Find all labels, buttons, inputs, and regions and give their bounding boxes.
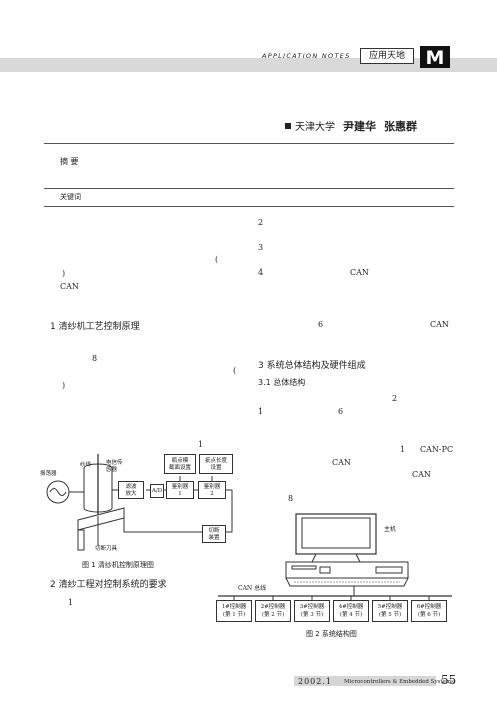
text-fragment: 3 — [258, 243, 264, 252]
text-fragment: 6 — [318, 320, 324, 329]
block-setting-1: 瓶点模 截面设置 — [164, 454, 196, 474]
figure-1-caption: 图 1 清纱机控制原理图 — [82, 561, 154, 569]
can-bus-label: CAN 总线 — [238, 585, 267, 592]
block-cutter-control: 切断 装置 — [202, 525, 226, 543]
text-fragment: ) — [62, 381, 66, 390]
text-fragment: 2 — [392, 394, 398, 403]
text-fragment: 8 — [92, 354, 98, 363]
controller-6: 6#控制器(第 6 节) — [411, 600, 447, 622]
text-fragment: CAN — [412, 470, 431, 479]
author-line: 天津大学尹建华张惠群 — [285, 118, 417, 134]
author-1: 尹建华 — [343, 120, 376, 133]
text-fragment: ( — [215, 255, 219, 264]
page-number: 55 — [441, 673, 457, 687]
rule-bottom — [44, 206, 454, 207]
keywords-label: 关键词 — [60, 193, 81, 201]
text-fragment: 1 — [400, 445, 406, 454]
logo-text: M — [426, 47, 445, 68]
text-fragment: 1 — [68, 598, 74, 607]
journal-logo-icon: M — [420, 46, 450, 68]
block-comparator-2: 鉴别器 2 — [198, 481, 226, 499]
text-fragment: 8 — [288, 494, 294, 503]
host-label: 主机 — [384, 526, 397, 533]
controller-1: 1#控制器(第 1 节) — [216, 600, 252, 622]
block-comparator-1: 鉴别器 1 — [166, 481, 194, 499]
controller-3: 3#控制器(第 3 节) — [294, 600, 330, 622]
text-fragment: CAN — [350, 268, 369, 277]
label-sensor: 电信传 感器 — [106, 460, 123, 473]
series-label: APPLICATION NOTES — [262, 52, 351, 60]
text-fragment: CAN — [430, 320, 449, 329]
issue-number: 2002.1 — [298, 677, 332, 686]
block-setting-2: 疵点长度 设置 — [199, 454, 233, 474]
controller-5: 5#控制器(第 5 节) — [372, 600, 408, 622]
bullet-square-icon — [285, 123, 291, 129]
section-heading-1: 1 清纱机工艺控制原理 — [50, 322, 140, 332]
text-fragment: ) — [62, 269, 66, 278]
column-title: 应用天地 — [360, 48, 414, 64]
journal-name: Microcontrollers & Embedded Systems — [344, 679, 454, 685]
controller-2: 2#控制器(第 2 节) — [255, 600, 291, 622]
affiliation: 天津大学 — [295, 122, 335, 133]
text-fragment: CAN — [332, 458, 351, 467]
author-2: 张惠群 — [384, 120, 417, 133]
text-fragment: 4 — [258, 268, 264, 277]
abstract-label: 摘 要 — [60, 157, 79, 166]
subsection-heading-3-1: 3.1 总体结构 — [258, 378, 306, 387]
text-fragment: ( — [233, 366, 237, 375]
block-amplifier: 滤波 放大 — [118, 481, 144, 499]
label-oscillator: 振荡器 — [40, 471, 57, 477]
label-cutter: 切断刀具 — [95, 546, 118, 552]
text-fragment: 1 — [258, 407, 264, 416]
block-ad: A/D — [150, 484, 164, 498]
figure-2-caption: 图 2 系统结构图 — [306, 630, 357, 638]
figure-1-diagram — [46, 454, 233, 551]
section-heading-2: 2 清纱工程对控制系统的要求 — [50, 580, 167, 590]
footer-band — [294, 676, 436, 686]
controller-4: 4#控制器(第 4 节) — [333, 600, 369, 622]
rule-top — [44, 143, 454, 144]
text-fragment: CAN-PC — [420, 445, 454, 454]
section-heading-3: 3 系统总体结构及硬件组成 — [258, 361, 366, 371]
text-fragment: CAN — [60, 282, 79, 291]
label-yarn: 纱线 — [80, 462, 92, 468]
text-fragment: 6 — [338, 407, 344, 416]
text-fragment: 1 — [198, 440, 204, 449]
figure-2-diagram — [218, 513, 452, 602]
text-fragment: 2 — [258, 218, 264, 227]
rule-mid — [44, 188, 454, 189]
